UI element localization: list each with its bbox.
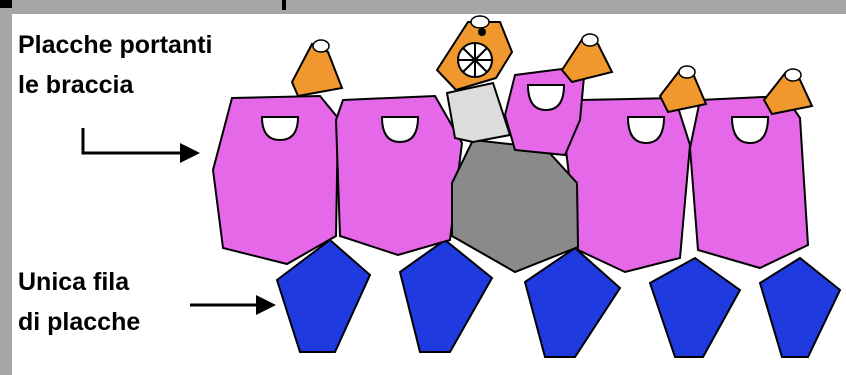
frame-top bbox=[0, 0, 846, 14]
central-plate bbox=[452, 140, 578, 272]
label-single-row-line1: Unica fila bbox=[18, 267, 129, 297]
arm-tip-4 bbox=[679, 66, 695, 78]
arm-tip-2 bbox=[471, 16, 489, 28]
single-row-plate-2 bbox=[400, 240, 492, 352]
notch-1 bbox=[262, 117, 298, 140]
arrow-top bbox=[83, 128, 180, 153]
single-row-plate-3 bbox=[525, 248, 620, 357]
madreporite bbox=[458, 43, 492, 77]
frame-top-mark-2 bbox=[282, 0, 286, 10]
label-arm-plates-line1: Placche portanti bbox=[18, 30, 213, 60]
label-single-row-line2: di placche bbox=[18, 307, 140, 337]
label-arm-plates-line2: le braccia bbox=[18, 70, 133, 100]
arm-base bbox=[447, 83, 510, 142]
notch-4 bbox=[628, 117, 664, 143]
frame-top-mark bbox=[0, 0, 12, 8]
notch-2 bbox=[382, 117, 418, 142]
arm-tip-3 bbox=[582, 34, 598, 46]
arm-2-eye bbox=[478, 28, 486, 36]
arrow-bottom-head bbox=[256, 295, 276, 315]
frame-left bbox=[0, 0, 12, 375]
notch-3 bbox=[528, 85, 564, 110]
arm-tip-5 bbox=[785, 69, 801, 81]
arrow-top-head bbox=[180, 143, 200, 163]
single-row-plate-5 bbox=[760, 258, 840, 357]
notch-5 bbox=[732, 117, 768, 143]
single-row-plate-4 bbox=[650, 258, 740, 357]
arm-tip-1 bbox=[313, 40, 329, 52]
